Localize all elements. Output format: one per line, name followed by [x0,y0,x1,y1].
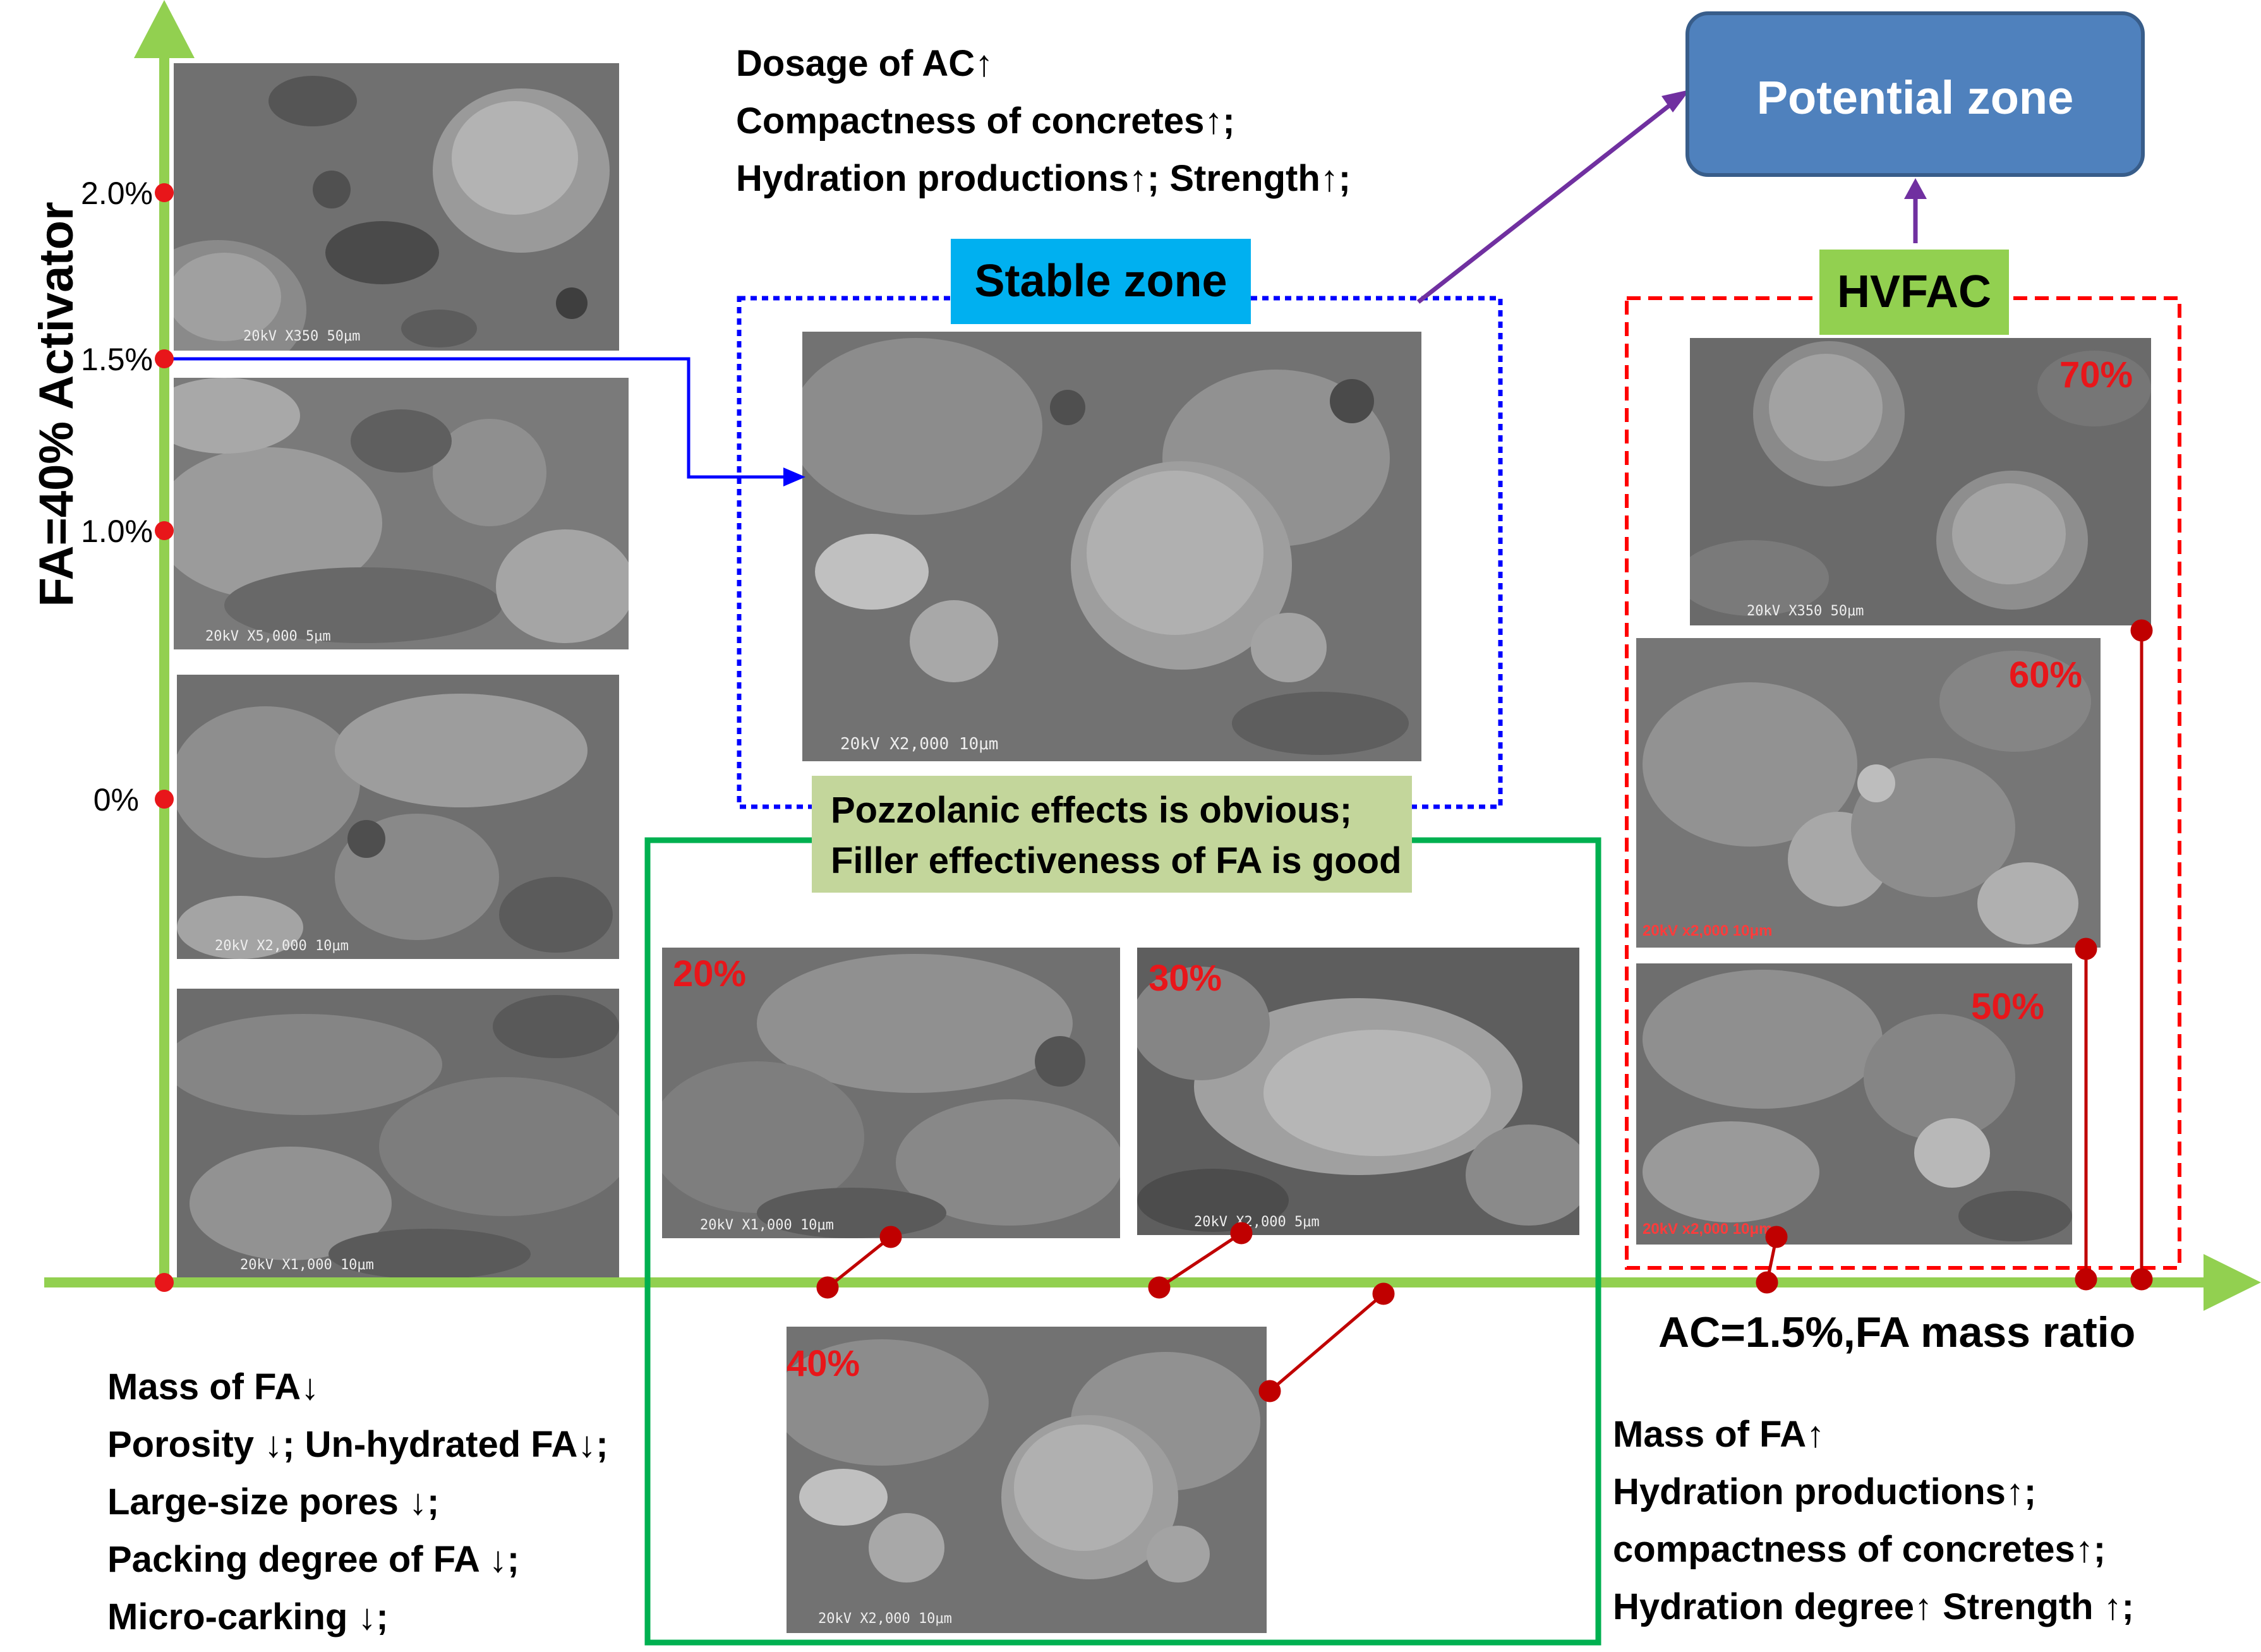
y-axis-title: FA=40% Activator [30,202,83,607]
y-tick-label-1-0: 1.0% [81,514,153,549]
ratio-label-30: 30% [1149,958,1222,999]
pozzolanic-line: Pozzolanic effects is obvious; [831,790,1353,831]
filler-zone-box [644,837,1601,1646]
sem-caption: 20kV X1,000 10μm [700,1217,834,1233]
connector-30 [1158,1231,1243,1289]
x-axis-arrowhead [2204,1254,2261,1311]
left-note-line: Packing degree of FA ↓; [107,1539,520,1580]
sem-image-y20: 20kV X350 50μm [174,63,619,351]
connector-70-image-dot [2130,619,2153,642]
right-note-line: Hydration degree↑ Strength ↑; [1613,1586,2134,1627]
hvfac-zone-box [1625,296,2181,1270]
left-note-line: Micro-carking ↓; [107,1596,389,1637]
left-notes: Mass of FA↓ Porosity ↓; Un-hydrated FA↓;… [107,1358,608,1646]
sem-image-p50: 20kV x2,000 10μm [1636,963,2072,1245]
top-note-line: Dosage of AC↑ [736,43,994,84]
left-note-line: Large-size pores ↓; [107,1481,440,1522]
sem-caption: 20kV X2,000 10μm [818,1611,952,1627]
sem-image-y15: 20kV X5,000 5μm [174,378,629,649]
y-marker-2-0 [155,183,174,202]
sem-image-y10: 20kV X2,000 10μm [177,675,619,959]
connector-50-axis-dot [1756,1271,1778,1294]
sem-caption: 20kV X1,000 10μm [240,1257,374,1273]
sem-caption: 20kV X5,000 5μm [205,629,331,644]
top-note-line: Compactness of concretes↑; [736,100,1235,142]
stable-to-potential-arrow [1416,102,1673,304]
sem-image-p70: 20kV X350 50μm [1690,338,2151,625]
connector-60-image-dot [2075,938,2097,960]
sem-caption: 20kV x2,000 10μm [1643,1221,1773,1238]
potential-zone-label: Potential zone [1685,11,2145,177]
stable-to-potential-arrowhead [1661,90,1690,112]
right-notes: Mass of FA↑ Hydration productions↑; comp… [1613,1406,2134,1636]
connector-40-axis-dot [1372,1282,1395,1305]
y-marker-1-0 [155,521,174,540]
activator-arrow [164,357,793,479]
activator-arrowhead [783,467,805,486]
y-marker-1-5 [155,349,174,368]
sem-caption: 20kV X2,000 10μm [840,735,999,754]
connector-40 [1269,1293,1385,1392]
top-notes: Dosage of AC↑ Compactness of concretes↑;… [736,35,1351,207]
right-note-line: Mass of FA↑ [1613,1414,1825,1455]
sem-image-p60: 20kV x2,000 10μm [1636,638,2101,948]
y-marker-0 [155,790,174,809]
x-axis-title: AC=1.5%,FA mass ratio [1658,1308,2136,1356]
ratio-label-20: 20% [673,953,747,994]
y-tick-label-2-0: 2.0% [81,176,153,211]
sem-caption: 20kV X2,000 5μm [1194,1214,1320,1230]
ratio-label-70: 70% [2059,354,2133,395]
left-note-line: Porosity ↓; Un-hydrated FA↓; [107,1424,608,1465]
sem-caption: 20kV X350 50μm [1747,603,1864,619]
pozzolanic-line: Filler effectiveness of FA is good [831,840,1402,881]
y-axis-arrowhead [134,0,195,58]
ratio-label-40: 40% [787,1343,860,1384]
connector-60-axis-dot [2075,1268,2097,1291]
left-note-line: Mass of FA↓ [107,1366,320,1408]
connector-50-image-dot [1765,1226,1788,1248]
origin-marker [155,1273,174,1292]
stable-zone-label: Stable zone [951,239,1251,324]
connector-20-image-dot [879,1226,902,1248]
connector-20 [826,1236,892,1289]
connector-30-axis-dot [1148,1276,1171,1299]
right-note-line: compactness of concretes↑; [1613,1529,2106,1570]
stable-zone-box [737,296,1503,809]
y-tick-label-1-5: 1.5% [81,342,153,377]
sem-caption: 20kV X350 50μm [243,329,361,344]
ratio-label-50: 50% [1971,986,2045,1027]
connector-40-image-dot [1258,1380,1281,1402]
sem-image-y0: 20kV X1,000 10μm [177,989,619,1279]
top-note-line: Hydration productions↑; Strength↑; [736,158,1351,199]
hvfac-to-potential-arrowhead [1904,178,1927,199]
connector-20-axis-dot [816,1276,839,1299]
sem-caption: 20kV x2,000 10μm [1643,922,1773,939]
sem-image-stable: 20kV X2,000 10μm [802,332,1421,761]
connector-30-image-dot [1230,1222,1253,1245]
right-note-line: Hydration productions↑; [1613,1471,2037,1512]
pozzolanic-box: Pozzolanic effects is obvious; Filler ef… [812,776,1412,893]
sem-image-p40: 20kV X2,000 10μm [787,1327,1267,1633]
y-tick-label-0: 0% [93,782,139,817]
ratio-label-60: 60% [2009,654,2083,696]
connector-70-axis-dot [2130,1268,2153,1291]
sem-image-p20: 20kV X1,000 10μm [662,948,1120,1238]
hvfac-label: HVFAC [1819,250,2009,335]
sem-caption: 20kV X2,000 10μm [215,938,349,954]
sem-image-p30: 20kV X2,000 5μm [1137,948,1579,1235]
